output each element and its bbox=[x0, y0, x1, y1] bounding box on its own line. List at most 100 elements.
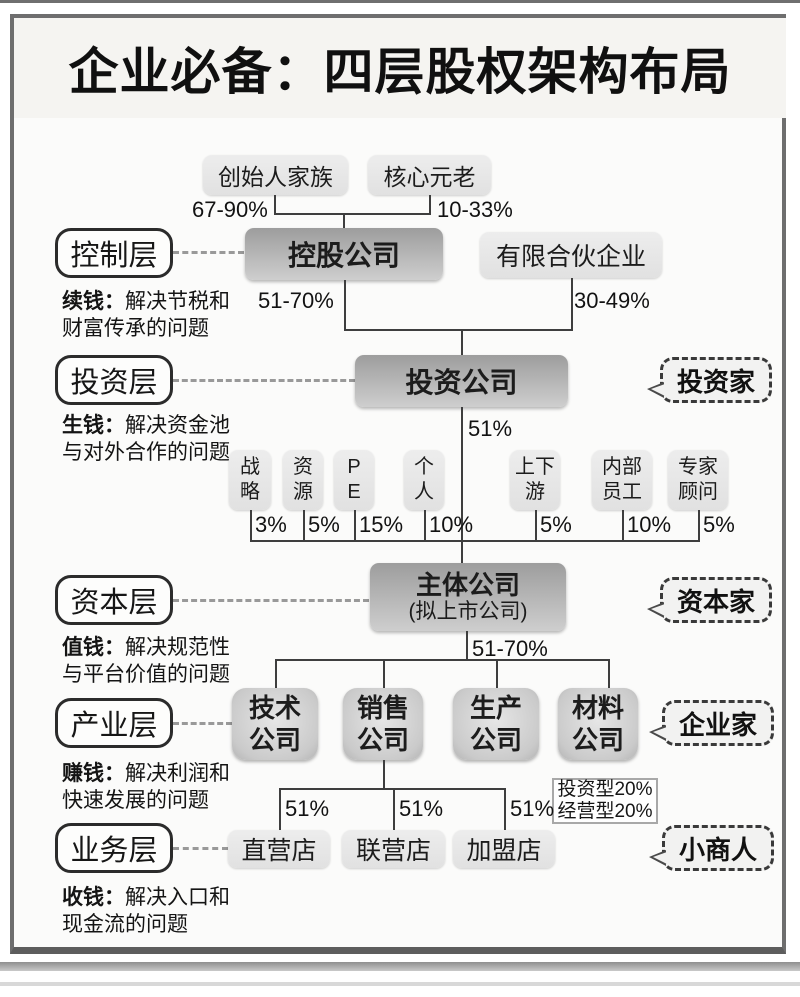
connector-line bbox=[571, 278, 573, 331]
layer-label-business: 业务层 bbox=[55, 823, 173, 873]
investment-company-percent: 51% bbox=[468, 416, 513, 441]
connector-line bbox=[622, 510, 624, 541]
connector-line bbox=[698, 510, 700, 541]
shareholder-percent: 5% bbox=[703, 512, 735, 537]
limited-partnership-box: 有限合伙企业 bbox=[480, 232, 662, 278]
joint-store-box: 联营店 bbox=[342, 830, 445, 868]
dashed-leader-line bbox=[173, 722, 232, 725]
limited-partnership-percent: 30-49% bbox=[574, 288, 650, 313]
connector-line bbox=[393, 788, 395, 830]
caption-keyword: 赚钱： bbox=[62, 762, 125, 785]
founder-family-box: 创始人家族 bbox=[203, 155, 348, 195]
caption-keyword: 生钱： bbox=[62, 414, 125, 437]
industry-layer-caption: 赚钱：解决利润和 快速发展的问题 bbox=[62, 760, 230, 814]
shareholder-percent: 10% bbox=[429, 512, 474, 537]
holding-company-percent: 51-70% bbox=[258, 288, 334, 313]
connector-line bbox=[275, 659, 277, 688]
bubble-label: 小商人 bbox=[678, 834, 757, 865]
business-layer-caption: 收钱：解决入口和 现金流的问题 bbox=[62, 884, 230, 938]
connector-line bbox=[608, 659, 610, 688]
connector-line bbox=[496, 659, 498, 688]
connector-line bbox=[344, 280, 346, 331]
capitalist-bubble: 资本家 bbox=[647, 577, 772, 623]
shareholder-box: P E bbox=[334, 450, 374, 510]
connector-line bbox=[274, 195, 276, 214]
connector-line bbox=[383, 760, 385, 790]
control-layer-caption: 续钱：解决节税和 财富传承的问题 bbox=[62, 288, 230, 342]
dashed-leader-line bbox=[173, 599, 369, 602]
core-veterans-box: 核心元老 bbox=[368, 155, 491, 195]
main-company-box: 主体公司 (拟上市公司) bbox=[370, 563, 566, 631]
bubble-label: 企业家 bbox=[678, 709, 757, 740]
shareholder-percent: 3% bbox=[255, 512, 287, 537]
shareholder-box: 战 略 bbox=[229, 450, 271, 510]
caption-text: 解决节税和 财富传承的问题 bbox=[62, 290, 230, 340]
bubble-label: 资本家 bbox=[676, 586, 755, 617]
holding-company-box: 控股公司 bbox=[245, 228, 443, 280]
connector-line bbox=[279, 788, 281, 830]
shareholder-percent: 5% bbox=[308, 512, 340, 537]
connector-line bbox=[504, 788, 506, 830]
connector-line bbox=[274, 213, 431, 215]
page-title: 企业必备：四层股权架构布局 bbox=[68, 42, 732, 101]
connector-line bbox=[535, 510, 537, 541]
main-company-percent: 51-70% bbox=[472, 636, 548, 661]
bubble-tail-icon bbox=[653, 852, 667, 864]
connector-line bbox=[275, 659, 610, 661]
bubble-label: 投资家 bbox=[676, 366, 755, 397]
direct-store-box: 直营店 bbox=[228, 830, 330, 868]
connector-line bbox=[344, 329, 573, 331]
connector-line bbox=[354, 510, 356, 541]
entrepreneur-bubble: 企业家 bbox=[649, 700, 774, 746]
photo-bottom-bar bbox=[0, 962, 800, 971]
investment-company-box: 投资公司 bbox=[355, 355, 568, 407]
capital-layer-caption: 值钱：解决规范性 与平台价值的问题 bbox=[62, 634, 230, 688]
caption-keyword: 续钱： bbox=[62, 290, 125, 313]
dashed-leader-line bbox=[173, 251, 244, 254]
shareholder-box: 专家 顾问 bbox=[668, 450, 728, 510]
connector-line bbox=[343, 213, 345, 229]
bubble-tail-icon bbox=[651, 384, 665, 396]
dashed-leader-line bbox=[173, 379, 355, 382]
caption-text: 解决规范性 与平台价值的问题 bbox=[62, 636, 230, 686]
shareholder-percent: 15% bbox=[359, 512, 404, 537]
connector-line bbox=[383, 659, 385, 688]
main-company-sublabel: (拟上市公司) bbox=[408, 600, 528, 623]
connector-line bbox=[429, 195, 431, 214]
photo-top-edge bbox=[0, 0, 800, 3]
layer-label-investment: 投资层 bbox=[55, 355, 173, 405]
bubble-tail-icon bbox=[653, 727, 667, 739]
layer-label-industry: 产业层 bbox=[55, 698, 173, 748]
shareholder-percent: 10% bbox=[627, 512, 672, 537]
shareholder-box: 资 源 bbox=[283, 450, 323, 510]
shareholder-box: 内部 员工 bbox=[592, 450, 652, 510]
connector-line bbox=[461, 407, 463, 563]
bubble-tail-icon bbox=[651, 604, 665, 616]
caption-text: 解决利润和 快速发展的问题 bbox=[62, 762, 230, 812]
store-percent: 51% bbox=[510, 796, 555, 821]
connector-line bbox=[466, 631, 468, 661]
investor-bubble: 投资家 bbox=[647, 357, 772, 403]
equity-type-note-box: 投资型20% 经营型20% bbox=[552, 778, 658, 824]
connector-line bbox=[461, 331, 463, 355]
title-band bbox=[14, 18, 786, 118]
layer-label-control: 控制层 bbox=[55, 228, 173, 278]
production-company-box: 生产 公司 bbox=[453, 688, 539, 760]
investment-layer-caption: 生钱：解决资金池 与对外合作的问题 bbox=[62, 412, 230, 466]
connector-line bbox=[303, 510, 305, 541]
main-company-label: 主体公司 bbox=[415, 570, 520, 600]
connector-line bbox=[250, 510, 252, 541]
connector-line bbox=[250, 540, 700, 542]
founder-family-percent: 67-90% bbox=[192, 197, 268, 222]
sales-company-box: 销售 公司 bbox=[343, 688, 423, 760]
caption-keyword: 收钱： bbox=[62, 886, 125, 909]
shareholder-box: 个 人 bbox=[404, 450, 444, 510]
layer-label-capital: 资本层 bbox=[55, 575, 173, 625]
connector-line bbox=[279, 788, 506, 790]
caption-text: 解决入口和 现金流的问题 bbox=[62, 886, 230, 936]
store-percent: 51% bbox=[285, 796, 330, 821]
shareholder-box: 上下 游 bbox=[510, 450, 560, 510]
caption-text: 解决资金池 与对外合作的问题 bbox=[62, 414, 230, 464]
dashed-leader-line bbox=[173, 847, 228, 850]
photo-bottom-line bbox=[0, 982, 800, 986]
